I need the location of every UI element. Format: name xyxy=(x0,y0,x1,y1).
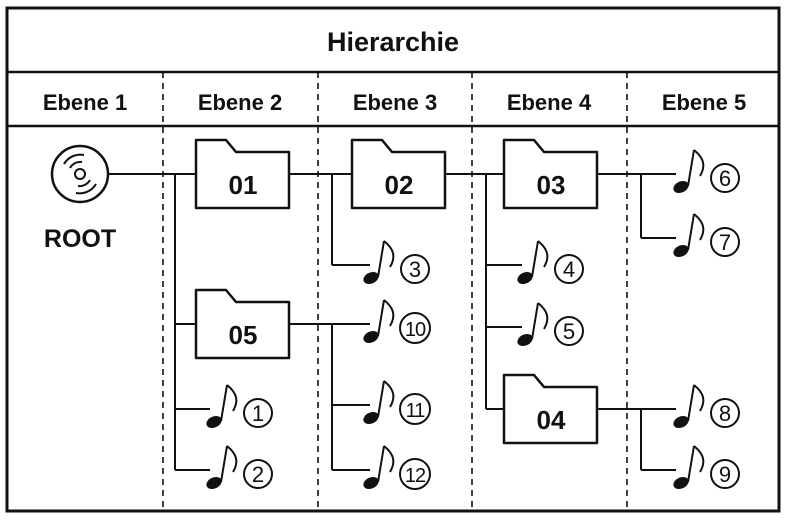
level-header-4: Ebene 4 xyxy=(507,90,592,115)
track-2: 2 xyxy=(206,445,273,490)
folder-label: 03 xyxy=(537,170,566,200)
track-4: 4 xyxy=(517,240,584,285)
track-number: 1 xyxy=(252,401,264,426)
track-6: 6 xyxy=(673,149,740,194)
track-number: 7 xyxy=(719,230,731,255)
track-number: 3 xyxy=(409,257,421,282)
folders-layer: 01 02 03 04 05 xyxy=(194,138,599,445)
folder-02: 02 xyxy=(350,138,447,210)
track-number: 6 xyxy=(719,166,731,191)
track-3: 3 xyxy=(363,240,430,285)
column-separators xyxy=(162,72,628,511)
folder-icon xyxy=(194,288,291,360)
music-note-icon xyxy=(517,240,549,285)
folder-label: 01 xyxy=(229,170,258,200)
track-5: 5 xyxy=(517,302,584,347)
track-number: 4 xyxy=(563,257,575,282)
diagram-title: Hierarchie xyxy=(327,27,459,57)
level-header-3: Ebene 3 xyxy=(353,90,437,115)
folder-05: 05 xyxy=(194,288,291,360)
folder-01: 01 xyxy=(194,138,291,210)
music-note-icon xyxy=(673,149,705,194)
connector-lines xyxy=(108,173,676,471)
music-note-icon xyxy=(363,380,395,425)
folder-label: 04 xyxy=(537,405,566,435)
track-1: 1 xyxy=(206,384,273,429)
track-number-badge xyxy=(710,459,740,489)
track-number-badge xyxy=(399,312,431,344)
track-number-badge xyxy=(400,254,430,284)
cd-disc-icon xyxy=(50,144,110,204)
track-number-badge xyxy=(710,398,740,428)
track-number-badge xyxy=(243,398,273,428)
folder-03: 03 xyxy=(502,138,599,210)
track-10: 10 xyxy=(363,299,431,344)
track-number-badge xyxy=(554,254,584,284)
track-8: 8 xyxy=(673,384,740,429)
track-number: 2 xyxy=(252,462,264,487)
track-number: 5 xyxy=(563,319,575,344)
folder-label: 02 xyxy=(385,170,414,200)
track-number: 12 xyxy=(405,465,426,487)
music-note-icon xyxy=(673,445,705,490)
track-7: 7 xyxy=(673,213,740,258)
level-header-1: Ebene 1 xyxy=(43,90,127,115)
music-note-icon xyxy=(363,299,395,344)
level-header-5: Ebene 5 xyxy=(662,90,746,115)
folder-04: 04 xyxy=(502,373,599,445)
track-number: 11 xyxy=(406,400,426,422)
track-number-badge xyxy=(710,163,740,193)
folder-icon xyxy=(502,373,599,445)
music-note-icon xyxy=(363,445,395,490)
track-number-badge xyxy=(399,393,431,425)
track-number: 8 xyxy=(719,401,731,426)
track-number-badge xyxy=(710,227,740,257)
music-note-icon xyxy=(517,302,549,347)
folder-icon xyxy=(194,138,291,210)
music-note-icon xyxy=(206,445,238,490)
track-12: 12 xyxy=(363,445,431,490)
folder-icon xyxy=(350,138,447,210)
track-number-badge xyxy=(554,316,584,346)
track-number-badge xyxy=(243,459,273,489)
track-9: 9 xyxy=(673,445,740,490)
music-note-icon xyxy=(673,213,705,258)
track-number: 10 xyxy=(405,319,426,341)
track-number: 9 xyxy=(719,462,731,487)
music-note-icon xyxy=(363,240,395,285)
track-11: 11 xyxy=(363,380,431,425)
music-note-icon xyxy=(673,384,705,429)
track-number-badge xyxy=(399,458,431,490)
level-header-2: Ebene 2 xyxy=(198,90,282,115)
folder-label: 05 xyxy=(229,320,258,350)
music-note-icon xyxy=(206,384,238,429)
folder-icon xyxy=(502,138,599,210)
root-label: ROOT xyxy=(44,225,116,253)
